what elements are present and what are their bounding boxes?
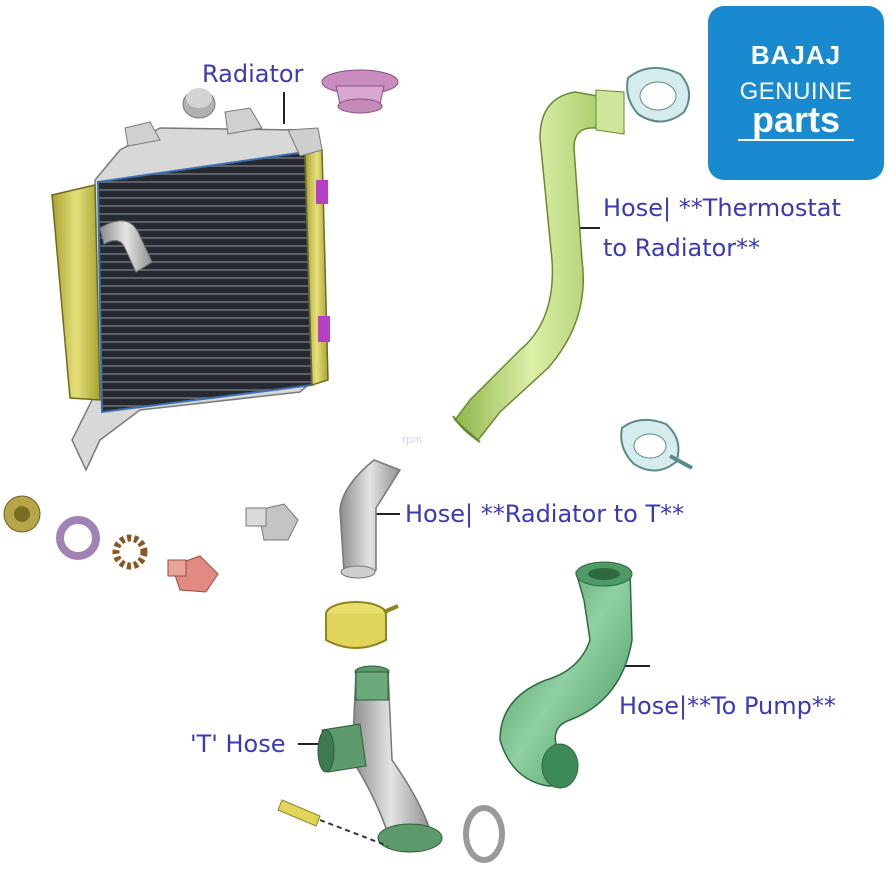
- logo-brand: BAJAJ: [750, 40, 842, 70]
- label-t-hose: 'T' Hose: [190, 730, 286, 758]
- label-radiator-to-t-hose: Hose| **Radiator to T**: [405, 500, 685, 528]
- label-radiator: Radiator: [202, 60, 304, 88]
- watermark: rpm: [402, 434, 423, 446]
- fasteners: [3, 495, 299, 593]
- label-thermostat-hose-line2: to Radiator**: [603, 234, 761, 262]
- logo-parts: parts: [751, 99, 841, 140]
- radiator-assembly: [51, 69, 399, 472]
- t-hose: [277, 665, 505, 863]
- to-pump-hose: [499, 561, 633, 789]
- label-pump-hose: Hose|**To Pump**: [619, 692, 836, 720]
- radiator-to-t-hose: [339, 459, 402, 579]
- logo-genuine: GENUINE: [739, 78, 853, 105]
- label-thermostat-hose-line1: Hose| **Thermostat: [603, 194, 841, 222]
- bajaj-genuine-parts-logo: BAJAJ GENUINE parts: [708, 6, 884, 180]
- thermostat-to-radiator-hose: [452, 67, 693, 472]
- logo-underline: [738, 139, 854, 141]
- t-hose-clamp: [325, 601, 399, 649]
